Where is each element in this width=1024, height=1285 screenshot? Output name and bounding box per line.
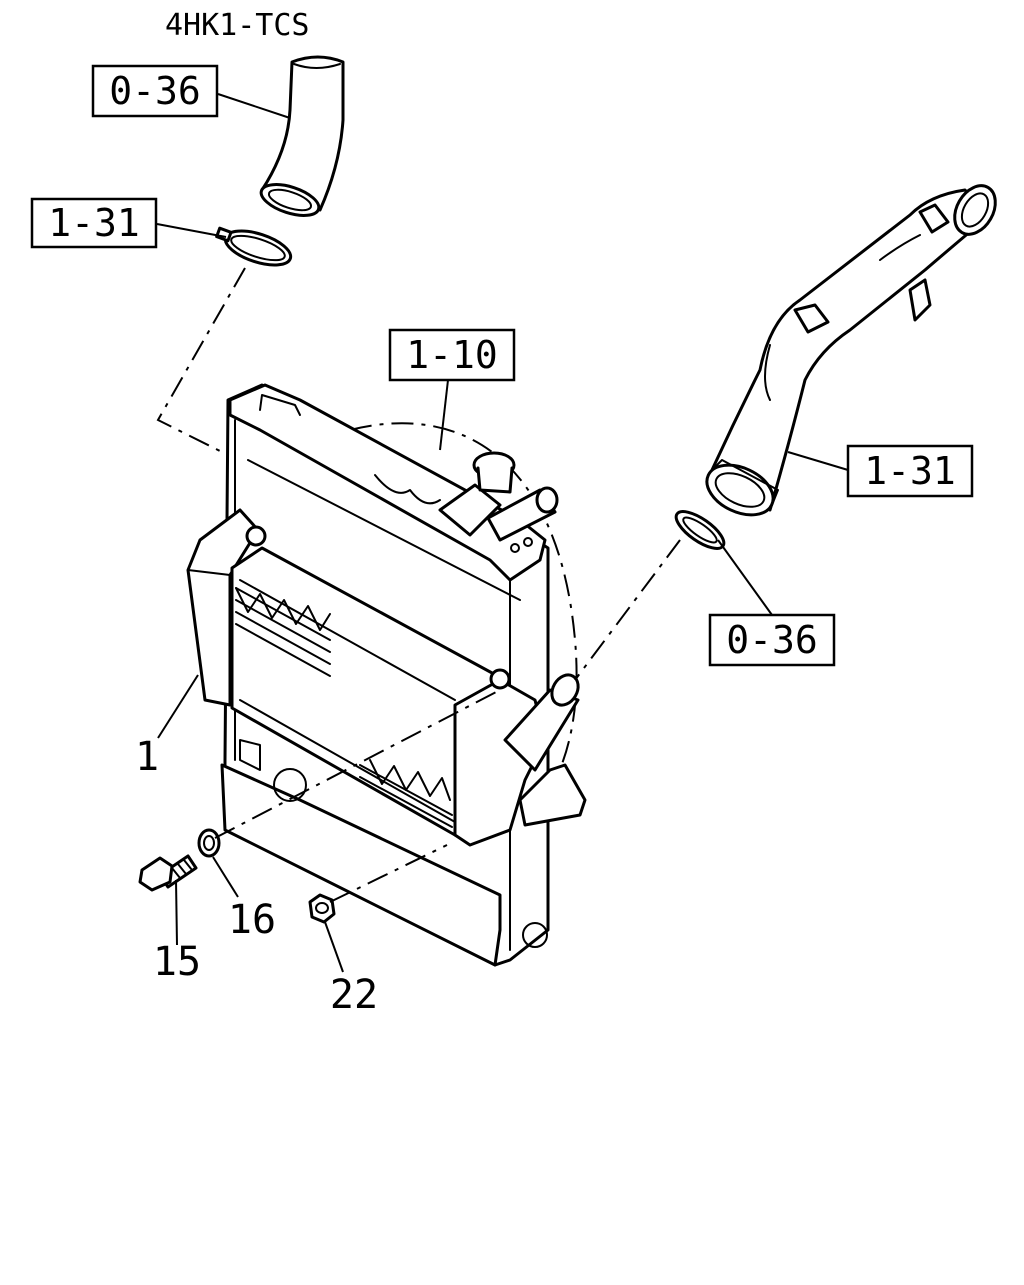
callout-radiator[interactable]: 1-10 xyxy=(388,328,516,382)
part-number-intercooler[interactable]: 1 xyxy=(135,734,159,780)
callout-right-clamp-label: 0-36 xyxy=(726,618,818,662)
callout-right-clamp[interactable]: 0-36 xyxy=(708,613,836,667)
callout-right-duct[interactable]: 1-31 xyxy=(846,444,974,498)
nut xyxy=(308,893,336,924)
nut-centerline xyxy=(329,844,448,903)
callout-radiator-label: 1-10 xyxy=(406,333,498,377)
callout-upper-hose[interactable]: 0-36 xyxy=(91,64,219,118)
hose-centerline xyxy=(156,267,246,453)
callout-right-duct-label: 1-31 xyxy=(864,449,956,493)
duct-centerline xyxy=(574,539,681,681)
part-number-nut[interactable]: 22 xyxy=(330,972,378,1018)
air-duct xyxy=(705,184,997,517)
bolt xyxy=(138,854,198,892)
part-number-washer[interactable]: 16 xyxy=(228,897,276,943)
washer xyxy=(197,828,221,858)
upper-clamp xyxy=(215,226,293,267)
right-clamp xyxy=(674,510,726,550)
intercooler xyxy=(186,508,580,847)
callout-upper-hose-label: 0-36 xyxy=(109,69,201,113)
upper-hose xyxy=(259,55,345,217)
diagram-title: 4HK1-TCS xyxy=(165,8,310,43)
callout-upper-clamp[interactable]: 1-31 xyxy=(30,197,158,249)
bolt-centerline xyxy=(214,689,501,839)
callout-upper-clamp-label: 1-31 xyxy=(48,201,140,245)
part-number-bolt[interactable]: 15 xyxy=(153,939,201,985)
